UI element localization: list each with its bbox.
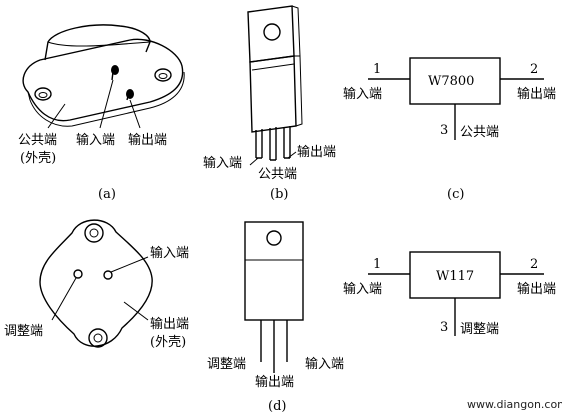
b-common-label: 公共端 xyxy=(258,167,297,182)
w117-pin1: 1 xyxy=(373,257,381,272)
w117-pin2: 2 xyxy=(530,257,538,272)
w117-pin3: 3 xyxy=(440,320,448,335)
b-output-label: 输出端 xyxy=(297,144,336,160)
caption-b: (b) xyxy=(270,187,288,202)
d-output-label: 输出端 xyxy=(150,316,189,332)
figure-a-to3-package xyxy=(22,24,185,129)
figure-c-w7800-symbol xyxy=(368,57,544,140)
watermark-text: www.diangon.com xyxy=(467,398,562,411)
d-mid-output-label: 输出端 xyxy=(255,374,294,390)
w117-output-label: 输出端 xyxy=(517,281,556,297)
w117-input-label: 输入端 xyxy=(343,281,382,297)
figure-d-w117-symbol xyxy=(368,251,544,336)
b-input-label: 输入端 xyxy=(203,155,242,171)
d-input-label: 输入端 xyxy=(150,245,189,261)
w117-adjust-label: 调整端 xyxy=(460,322,499,337)
caption-d: (d) xyxy=(268,399,286,414)
c-output-label: 输出端 xyxy=(517,86,556,102)
d-adjust-label: 调整端 xyxy=(4,324,43,339)
w7800-pin2: 2 xyxy=(530,62,538,77)
c-common-label: 公共端 xyxy=(460,125,499,140)
a-outer-shell-label: (外壳) xyxy=(20,151,56,166)
d-mid-adjust-label: 调整端 xyxy=(207,357,246,372)
w7800-pin3: 3 xyxy=(440,123,448,138)
figure-b-to220-package xyxy=(247,5,303,166)
w7800-pin1: 1 xyxy=(373,62,381,77)
a-common-label: 公共端 xyxy=(18,133,57,148)
figure-d-to220-front-view xyxy=(244,221,304,373)
d-outer-shell-label: (外壳) xyxy=(150,335,186,350)
c-input-label: 输入端 xyxy=(343,86,382,102)
w7800-name: W7800 xyxy=(428,74,474,89)
caption-a: (a) xyxy=(98,187,116,202)
figure-d-to3-top-view xyxy=(39,219,153,348)
caption-c: (c) xyxy=(447,187,464,202)
a-input-label: 输入端 xyxy=(76,132,115,148)
d-mid-input-label: 输入端 xyxy=(305,356,344,372)
w117-name: W117 xyxy=(436,269,474,284)
a-output-label: 输出端 xyxy=(128,132,167,148)
